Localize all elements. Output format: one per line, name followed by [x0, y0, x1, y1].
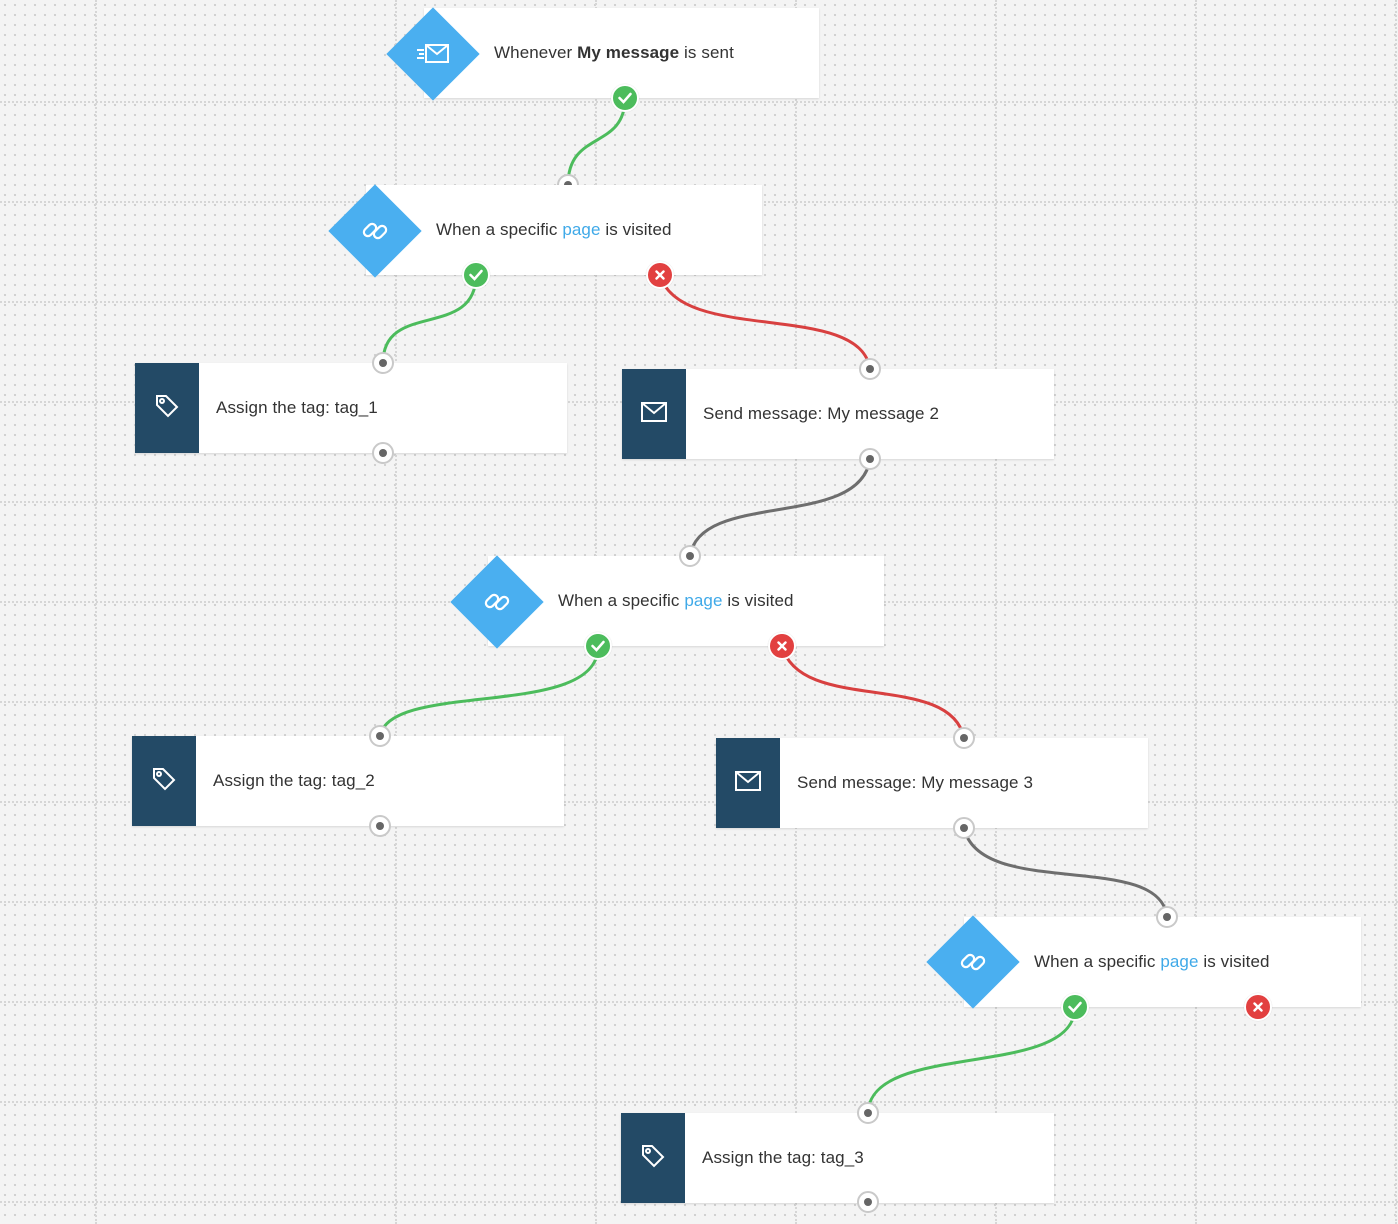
input-port[interactable] [859, 358, 881, 380]
connector-success[interactable] [566, 97, 627, 186]
action-badge [716, 738, 780, 828]
assign-tag-node[interactable]: Assign the tag: tag_2 [132, 736, 564, 826]
output-port[interactable] [859, 448, 881, 470]
tag-icon [639, 1142, 667, 1175]
input-port[interactable] [953, 727, 975, 749]
node-label: Send message: My message 2 [703, 404, 939, 423]
link-icon [355, 211, 395, 251]
grid-line [0, 1101, 1398, 1103]
grid-line [0, 501, 1398, 503]
failure-cross-icon[interactable] [646, 261, 674, 289]
label-suffix: is visited [1198, 952, 1270, 971]
connector-default[interactable] [962, 827, 1169, 918]
node-label: When a specific page is visited [436, 185, 672, 275]
connector-failure[interactable] [658, 274, 872, 370]
condition-page-visited-node[interactable]: When a specific page is visited [366, 185, 762, 275]
send-message-node[interactable]: Send message: My message 3 [716, 738, 1148, 828]
grid-line [395, 0, 397, 1224]
success-check-icon[interactable] [1061, 993, 1089, 1021]
label-suffix: is visited [722, 591, 794, 610]
link-icon [477, 582, 517, 622]
assign-tag-node[interactable]: Assign the tag: tag_3 [621, 1113, 1054, 1203]
action-badge [622, 369, 686, 459]
connector-success[interactable] [866, 1006, 1077, 1114]
grid-line [0, 1001, 1398, 1003]
page-link[interactable]: page [684, 591, 723, 610]
connector-success[interactable] [378, 645, 600, 737]
failure-cross-icon[interactable] [1244, 993, 1272, 1021]
grid-line [0, 101, 1398, 103]
tag-icon [153, 392, 181, 425]
node-label: Assign the tag: tag_3 [702, 1148, 864, 1167]
link-icon [953, 942, 993, 982]
envelope-send-icon [413, 34, 453, 74]
input-port[interactable] [1156, 906, 1178, 928]
connector-success[interactable] [381, 274, 478, 364]
condition-page-visited-node[interactable]: When a specific page is visited [964, 917, 1361, 1007]
label-prefix: Whenever [494, 43, 578, 62]
condition-page-visited-node[interactable]: When a specific page is visited [488, 556, 884, 646]
node-label: Assign the tag: tag_1 [216, 398, 378, 417]
trigger-message-sent-node[interactable]: Whenever My message is sent [424, 8, 819, 98]
label-suffix: is sent [679, 43, 734, 62]
grid-line [995, 0, 997, 1224]
output-port[interactable] [857, 1191, 879, 1213]
grid-line [0, 801, 1398, 803]
label-suffix: is visited [600, 220, 672, 239]
label-prefix: When a specific [1034, 952, 1161, 971]
success-check-icon[interactable] [462, 261, 490, 289]
tag-icon [150, 765, 178, 798]
output-port[interactable] [372, 442, 394, 464]
input-port[interactable] [857, 1102, 879, 1124]
connector-default[interactable] [688, 458, 872, 557]
output-port[interactable] [369, 815, 391, 837]
node-label: Send message: My message 3 [797, 773, 1033, 792]
grid-line [0, 301, 1398, 303]
failure-cross-icon[interactable] [768, 632, 796, 660]
connector-failure[interactable] [780, 645, 966, 739]
envelope-icon [734, 770, 762, 797]
node-label: Whenever My message is sent [494, 8, 734, 98]
message-name[interactable]: My message [577, 43, 680, 62]
envelope-icon [640, 401, 668, 428]
node-label: When a specific page is visited [558, 556, 794, 646]
input-port[interactable] [372, 352, 394, 374]
node-label: Assign the tag: tag_2 [213, 771, 375, 790]
output-port[interactable] [953, 817, 975, 839]
grid-line [0, 701, 1398, 703]
label-prefix: When a specific [436, 220, 563, 239]
grid-line [1395, 0, 1397, 1224]
page-link[interactable]: page [562, 220, 601, 239]
input-port[interactable] [679, 545, 701, 567]
grid-line [1195, 0, 1197, 1224]
success-check-icon[interactable] [611, 84, 639, 112]
grid-line [95, 0, 97, 1224]
success-check-icon[interactable] [584, 632, 612, 660]
input-port[interactable] [369, 725, 391, 747]
action-badge [132, 736, 196, 826]
page-link[interactable]: page [1160, 952, 1199, 971]
label-prefix: When a specific [558, 591, 685, 610]
send-message-node[interactable]: Send message: My message 2 [622, 369, 1054, 459]
grid-line [0, 901, 1398, 903]
action-badge [135, 363, 199, 453]
node-label: When a specific page is visited [1034, 917, 1270, 1007]
assign-tag-node[interactable]: Assign the tag: tag_1 [135, 363, 567, 453]
action-badge [621, 1113, 685, 1203]
